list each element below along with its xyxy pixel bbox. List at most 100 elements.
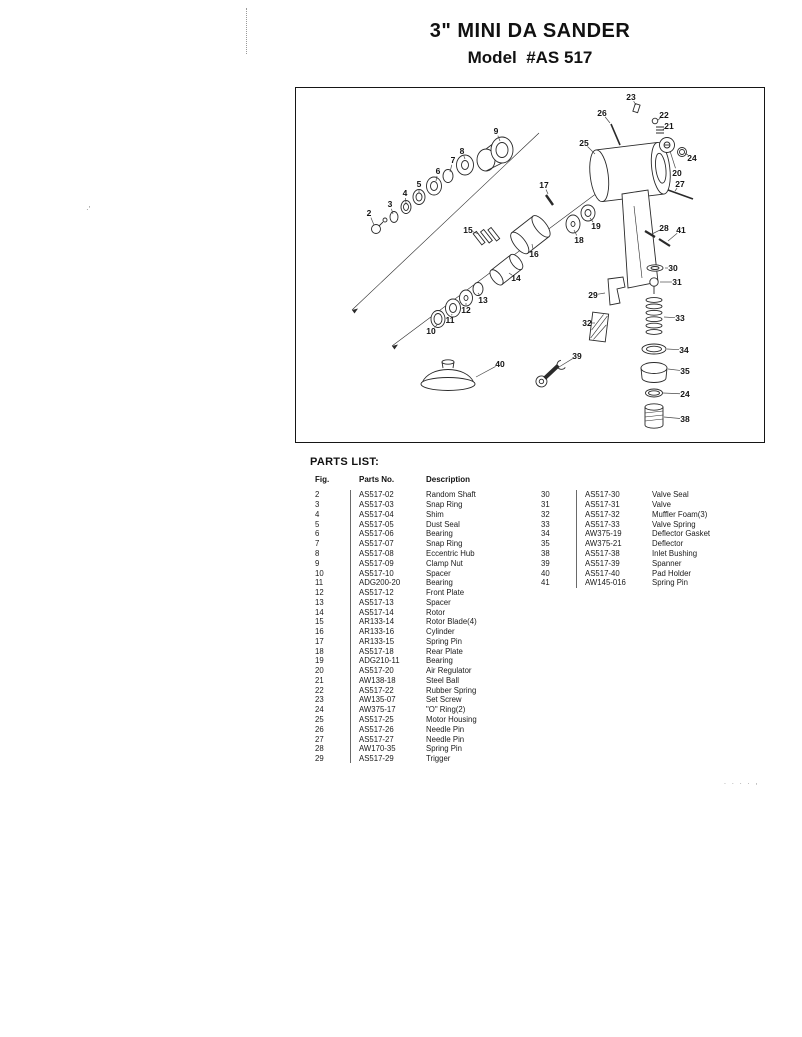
diagram-callout: 15 [463, 225, 473, 235]
callout-leader [477, 292, 481, 297]
diagram-callout: 10 [426, 326, 436, 336]
parts-row-parts-no: AW135-07 [350, 695, 420, 705]
parts-row-fig: 10 [315, 568, 324, 578]
page-title-line2: Model #AS 517 [467, 48, 593, 67]
valve-seal-part [646, 264, 664, 272]
diagram-callout: 13 [478, 295, 488, 305]
front-plate-part [459, 289, 473, 307]
diagram-callout: 14 [511, 273, 521, 283]
spring-pin-part-17 [545, 194, 554, 206]
callout-leader [589, 217, 594, 223]
parts-row-description: Valve [652, 500, 671, 510]
parts-row-fig: 32 [541, 509, 550, 519]
callout-leader [370, 217, 375, 226]
diagram-callout: 8 [460, 146, 465, 156]
diagram-callout: 22 [659, 110, 669, 120]
parts-row-fig: 12 [315, 588, 324, 598]
header-parts-no: Parts No. [359, 475, 395, 484]
parts-row-fig: 4 [315, 509, 320, 519]
axis-arrowhead [352, 308, 358, 314]
parts-row-parts-no: AS517-39 [576, 558, 646, 569]
parts-row-description: Deflector Gasket [652, 529, 711, 539]
parts-row-parts-no: ADG200-20 [350, 577, 420, 588]
parts-row-description: Needle Pin [426, 734, 465, 744]
diagram-callout: 7 [451, 155, 456, 165]
parts-row-description: Rear Plate [426, 646, 463, 656]
parts-list-heading: PARTS LIST: [310, 456, 380, 468]
parts-row-fig: 26 [315, 724, 324, 734]
diagram-callout: 16 [529, 249, 539, 259]
parts-row-fig: 16 [315, 627, 324, 637]
callout-leader [545, 189, 549, 195]
parts-row-description: Snap Ring [426, 539, 463, 549]
parts-row-description: Needle Pin [426, 724, 465, 734]
parts-row-fig: 17 [315, 636, 324, 646]
parts-row-description: Rotor [426, 607, 446, 617]
diagram-callout: 5 [417, 179, 422, 189]
parts-row-fig: 24 [315, 705, 324, 715]
parts-row-fig: 29 [315, 754, 324, 764]
diagram-callout: 19 [591, 221, 601, 231]
callout-leader [475, 366, 496, 378]
rubber-spring-part [656, 126, 664, 134]
page-title: 3" MINI DA SANDER Model #AS 517 [295, 20, 765, 68]
parts-row-description: Muffler Foam(3) [652, 509, 708, 519]
parts-row-description: Steel Ball [426, 675, 459, 685]
diagram-callout: 11 [446, 315, 455, 325]
header-fig: Fig. [315, 475, 330, 484]
parts-row-fig: 5 [315, 519, 320, 529]
callout-leader [558, 358, 573, 368]
trigger-part [607, 276, 626, 306]
parts-row-description: Cylinder [426, 627, 455, 637]
pad-holder-part [420, 359, 476, 391]
diagram-callout: 20 [672, 168, 682, 178]
diagram-callout: 38 [680, 414, 690, 424]
parts-row-parts-no: AS517-40 [576, 568, 646, 578]
diagram-callout: 29 [588, 290, 598, 300]
parts-row-description: Eccentric Hub [426, 548, 475, 558]
cylinder-part [510, 215, 551, 255]
parts-row-parts-no: AR133-15 [350, 636, 420, 647]
parts-row-description: Spanner [652, 558, 682, 568]
callout-leader [662, 392, 681, 395]
parts-row-fig: 35 [541, 539, 550, 549]
diagram-callout: 31 [672, 277, 682, 287]
parts-row-parts-no: AS517-31 [576, 499, 646, 510]
diagram-callout: 23 [626, 92, 636, 102]
parts-row-parts-no: AS517-03 [350, 499, 420, 510]
diagram-callout: 39 [572, 351, 582, 361]
parts-row-parts-no: AS517-25 [350, 714, 420, 725]
parts-row-fig: 27 [315, 734, 324, 744]
rotor-part [489, 253, 524, 286]
parts-row-parts-no: AS517-32 [576, 509, 646, 520]
callout-leader [663, 416, 681, 419]
spacer-part-13 [472, 282, 484, 296]
parts-row-fig: 7 [315, 539, 320, 549]
spring-pin-part-28 [644, 230, 656, 238]
diagram-callout: 17 [539, 180, 549, 190]
parts-row-description: Valve Spring [652, 519, 696, 529]
parts-row-fig: 21 [315, 675, 324, 685]
